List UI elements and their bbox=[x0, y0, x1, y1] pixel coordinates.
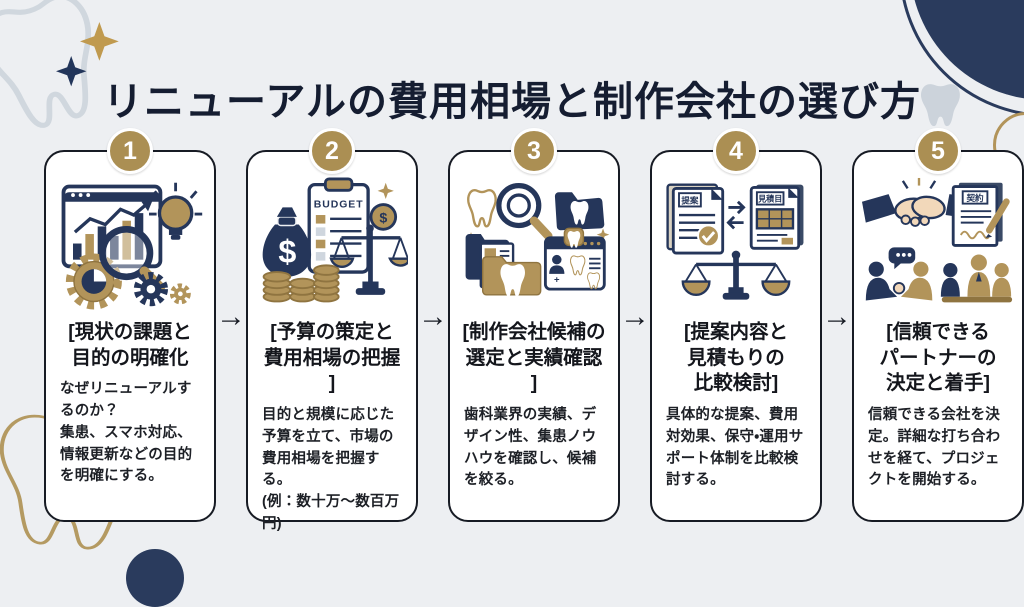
coin-stacks-icon bbox=[262, 264, 340, 303]
step-arrow-1: → bbox=[216, 300, 246, 333]
svg-text:BUDGET: BUDGET bbox=[314, 199, 364, 210]
steps-row: 1 bbox=[44, 128, 1024, 532]
svg-text:提案: 提案 bbox=[681, 195, 699, 206]
portfolio-folders-icon bbox=[465, 234, 542, 297]
step-description: 目的と規模に応じた予算を立て、市場の費用相場を把握する。 (例：数十万～数百万円… bbox=[262, 407, 400, 532]
proposal-document-icon: 提案 bbox=[666, 183, 725, 255]
svg-text:契約: 契約 bbox=[966, 192, 985, 203]
folder-tooth-navy-icon bbox=[554, 192, 605, 231]
step-description: 歯科業界の実績、デザイン性、集患ノウハウを確認し、候補を絞る。 bbox=[464, 407, 597, 489]
step-card-1: 1 bbox=[44, 128, 216, 522]
page-title: リニューアルの費用相場と制作会社の選び方 bbox=[103, 79, 921, 124]
step-arrow-4: → bbox=[822, 300, 852, 333]
magnifier-icon bbox=[496, 182, 553, 241]
step-card-2: 2 BUDGET $ $ bbox=[246, 128, 418, 532]
step-description: 信頼できる会社を決定。詳細な打ち合わせを経て、プロジェクトを開始する。 bbox=[868, 407, 1001, 489]
balance-scale-icon bbox=[329, 224, 408, 295]
step-number-badge: 5 bbox=[915, 128, 961, 174]
dollar-coin-icon: $ bbox=[369, 203, 398, 231]
money-bag-icon: $ bbox=[262, 207, 312, 277]
step-title: [予算の策定と 費用相場の把握 ] bbox=[263, 321, 401, 395]
sparkle-gold-icon bbox=[377, 182, 394, 199]
step-title: [現状の課題と 目的の明確化 bbox=[68, 321, 192, 369]
balance-scale-icon bbox=[681, 250, 791, 300]
step-number-badge: 3 bbox=[511, 128, 557, 174]
small-gears-icon bbox=[112, 272, 191, 307]
step-arrow-3: → bbox=[620, 300, 650, 333]
contract-document-icon: 契約 bbox=[951, 182, 1010, 247]
step-arrow-2: → bbox=[418, 300, 448, 333]
step-number-badge: 2 bbox=[309, 128, 355, 174]
chart-analysis-icon bbox=[61, 182, 203, 310]
step-title: [信頼できる パートナーの 決定と着手] bbox=[879, 321, 997, 395]
navy-dot-decoration bbox=[126, 549, 184, 607]
step-card-5: 5 契約 bbox=[852, 128, 1024, 522]
tooth-outline-icon bbox=[467, 189, 497, 228]
svg-text:見積目: 見積目 bbox=[757, 194, 782, 204]
exchange-arrows-icon bbox=[726, 200, 746, 230]
svg-text:$: $ bbox=[278, 234, 296, 270]
step-title: [制作会社候補の 選定と実績確認 ] bbox=[462, 321, 606, 395]
estimate-document-icon: 見積目 bbox=[749, 184, 804, 250]
search-portfolio-icon: + bbox=[465, 182, 610, 297]
step-number-badge: 4 bbox=[713, 128, 759, 174]
step-description: なぜリニューアルするのか？ 集患、スマホ対応、情報更新などの目的を明確にする。 bbox=[60, 381, 193, 485]
svg-text:+: + bbox=[554, 274, 560, 285]
step-number-badge: 1 bbox=[107, 128, 153, 174]
proposal-estimate-scale-icon: 提案 見積目 bbox=[666, 183, 804, 300]
clinic-site-card-icon: + bbox=[543, 227, 606, 291]
budget-scale-icon: BUDGET $ $ bbox=[262, 177, 408, 303]
lightbulb-icon bbox=[149, 182, 203, 240]
step-card-4: 4 提案 bbox=[650, 128, 822, 522]
people-talking-icon bbox=[865, 247, 933, 301]
step-description: 具体的な提案、費用対効果、保守・運用サポート体制を比較検討する。 bbox=[666, 407, 804, 489]
step-card-3: 3 bbox=[448, 128, 620, 522]
svg-text:$: $ bbox=[379, 211, 387, 227]
meeting-table-icon bbox=[940, 254, 1013, 303]
handshake-contract-icon: 契約 bbox=[862, 177, 1013, 303]
step-title: [提案内容と 見積もりの 比較検討] bbox=[684, 321, 788, 395]
